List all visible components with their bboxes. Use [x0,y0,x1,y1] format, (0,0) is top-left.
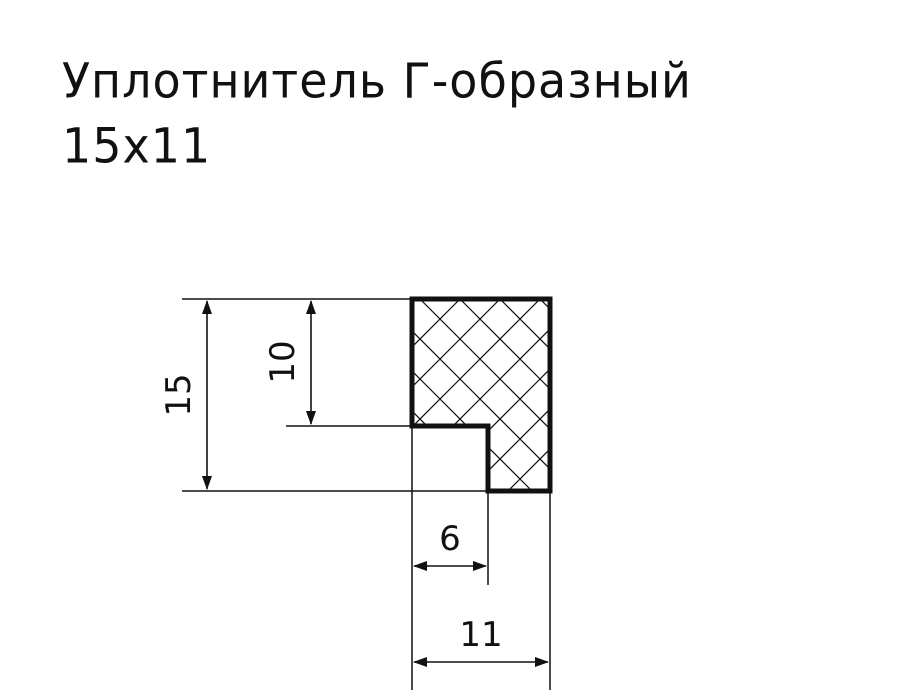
dimension-lines [202,300,549,667]
title-block: Уплотнитель Г-образный 15x11 [62,48,692,178]
title-size: 15x11 [62,117,212,174]
dim-label-step-height: 10 [263,340,303,383]
profile-outline [409,296,553,494]
dim-label-total-height: 15 [159,373,199,416]
dim-label-step-width: 6 [439,519,461,559]
dim-label-total-width: 11 [459,615,502,655]
profile-hatching [412,299,550,491]
extension-lines [182,298,551,690]
title-name: Уплотнитель Г-образный [62,52,692,109]
